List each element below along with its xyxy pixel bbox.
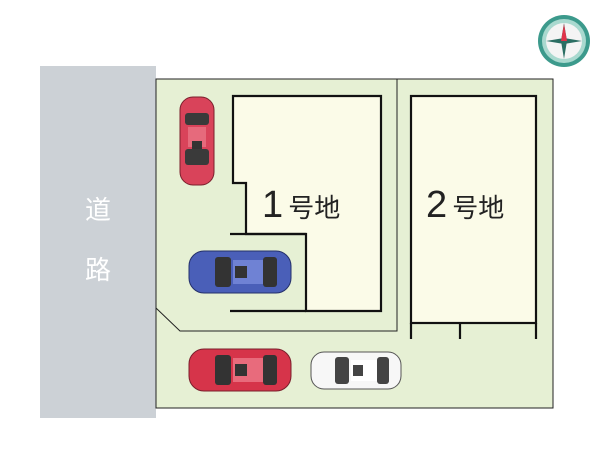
compass-icon xyxy=(537,14,591,68)
lot-1-number: 1 xyxy=(262,184,284,226)
road-label-char-2: 路 xyxy=(84,256,111,286)
red-car-bottom xyxy=(188,348,292,392)
lot-2-suffix: 号地 xyxy=(452,194,505,224)
white-car xyxy=(310,351,402,390)
road-label-char-1: 道 xyxy=(84,196,111,226)
lot-2-number: 2 xyxy=(426,184,448,226)
red-car-vertical xyxy=(179,96,215,186)
lot-2-label: 2 号地 xyxy=(426,184,504,227)
lot-1-label: 1 号地 xyxy=(262,184,340,227)
road: 道 路 xyxy=(40,66,156,418)
blue-car xyxy=(188,250,292,294)
lot-1-suffix: 号地 xyxy=(288,194,341,224)
lot-2-building xyxy=(409,94,538,325)
